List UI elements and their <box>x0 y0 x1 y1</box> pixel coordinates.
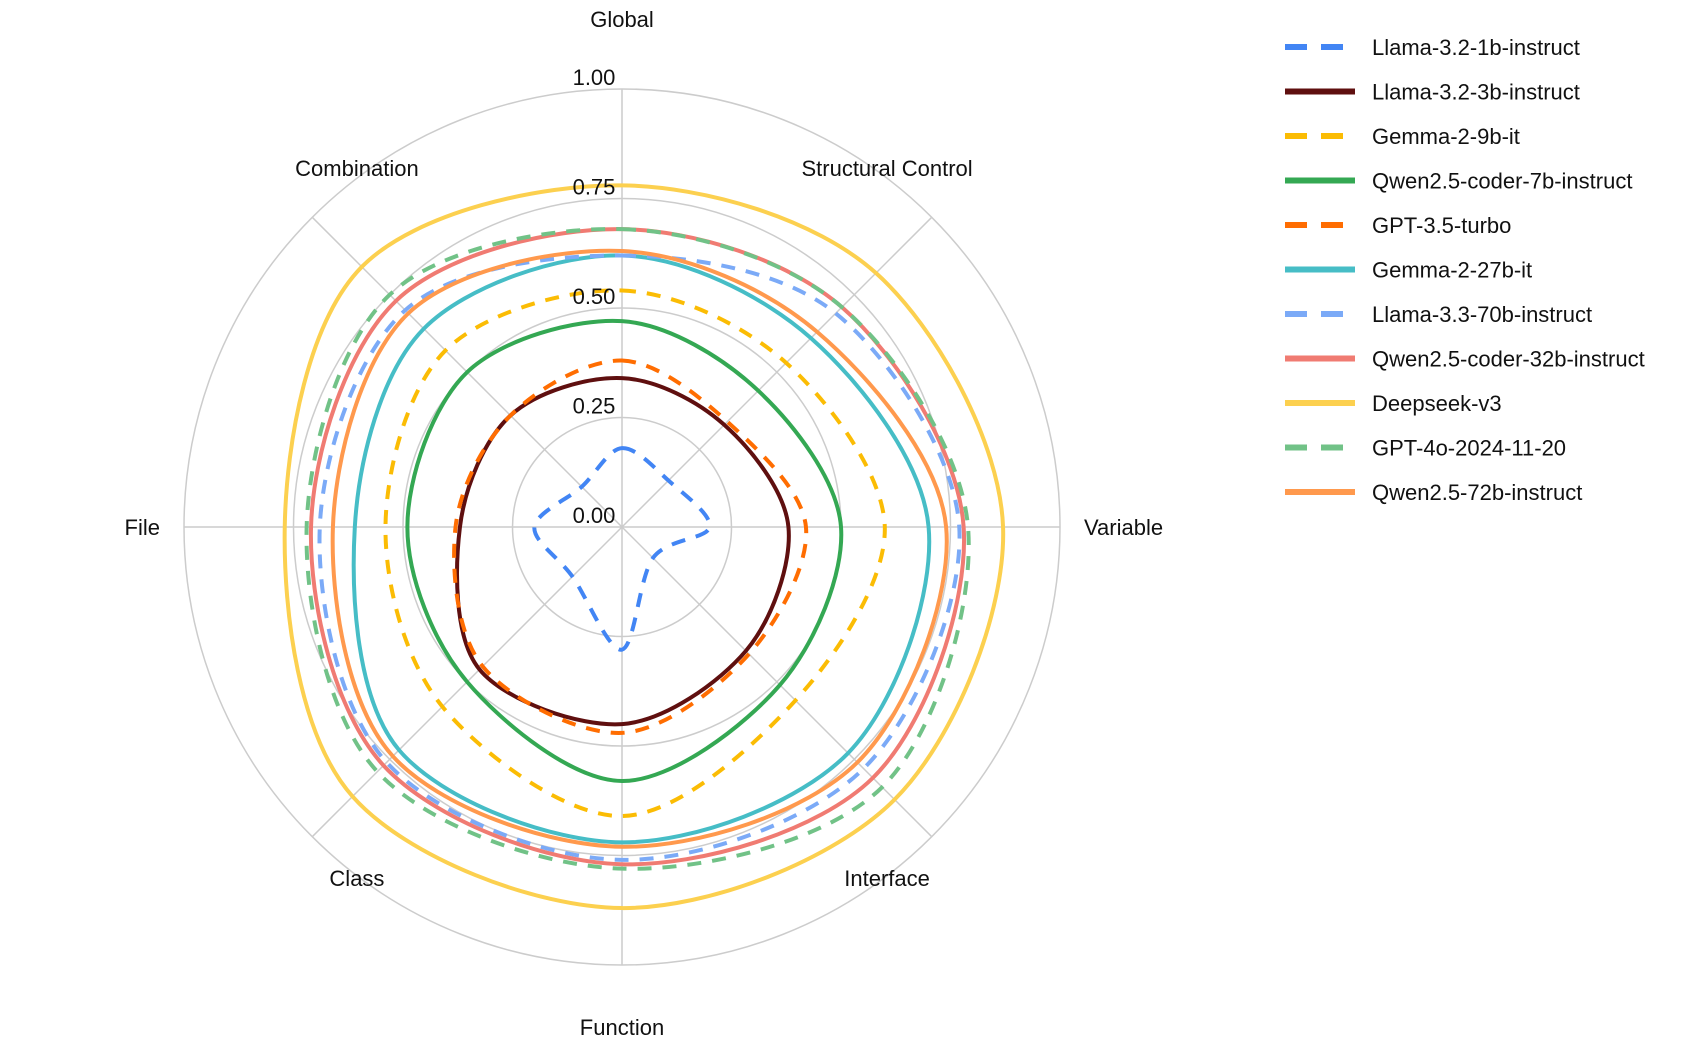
axis-label: Global <box>590 7 654 32</box>
legend-item: Gemma-2-9b-it <box>1285 124 1520 149</box>
legend-item: Llama-3.2-1b-instruct <box>1285 35 1580 60</box>
legend: Llama-3.2-1b-instructLlama-3.2-3b-instru… <box>1285 35 1645 505</box>
legend-item: Gemma-2-27b-it <box>1285 258 1532 283</box>
legend-item: Llama-3.2-3b-instruct <box>1285 80 1580 105</box>
radial-tick-label: 0.25 <box>573 394 616 419</box>
series-layer <box>282 183 1006 911</box>
legend-label: Deepseek-v3 <box>1372 391 1502 416</box>
legend-label: Qwen2.5-72b-instruct <box>1372 480 1582 505</box>
legend-label: GPT-4o-2024-11-20 <box>1372 436 1566 461</box>
grid-spoke <box>621 216 933 528</box>
series-line-7 <box>308 227 967 867</box>
series-line-9 <box>304 227 971 871</box>
tick-layer: 0.00 0.25 0.50 0.75 1.00 <box>573 65 616 528</box>
legend-label: Llama-3.2-1b-instruct <box>1372 35 1580 60</box>
legend-label: Llama-3.2-3b-instruct <box>1372 80 1580 105</box>
legend-item: Qwen2.5-72b-instruct <box>1285 480 1582 505</box>
axis-label: Function <box>580 1015 664 1040</box>
axis-label: Variable <box>1084 515 1163 540</box>
legend-item: GPT-4o-2024-11-20 <box>1285 436 1566 461</box>
legend-item: Qwen2.5-coder-7b-instruct <box>1285 169 1632 194</box>
radial-tick-label: 0.75 <box>573 175 616 200</box>
legend-label: Qwen2.5-coder-32b-instruct <box>1372 347 1645 372</box>
series-line-5 <box>351 253 932 845</box>
axis-label: File <box>125 515 160 540</box>
radial-tick-label: 0.00 <box>573 503 616 528</box>
series-line-6 <box>317 253 962 862</box>
series-line-8 <box>282 183 1006 911</box>
legend-label: Qwen2.5-coder-7b-instruct <box>1372 169 1632 194</box>
series-line-2 <box>383 288 887 819</box>
legend-label: GPT-3.5-turbo <box>1372 213 1511 238</box>
legend-label: Gemma-2-27b-it <box>1372 258 1532 283</box>
legend-item: Llama-3.3-70b-instruct <box>1285 302 1592 327</box>
series-line-1 <box>455 376 791 727</box>
axis-label: Interface <box>844 866 930 891</box>
legend-item: GPT-3.5-turbo <box>1285 213 1511 238</box>
series-line-10 <box>330 248 949 849</box>
series-line-4 <box>452 358 809 735</box>
axis-label: Structural Control <box>801 156 972 181</box>
radial-tick-label: 0.50 <box>573 284 616 309</box>
legend-label: Llama-3.3-70b-instruct <box>1372 302 1592 327</box>
series-line-0 <box>532 446 712 652</box>
axis-label: Combination <box>295 156 419 181</box>
axis-label: Class <box>329 866 384 891</box>
legend-item: Deepseek-v3 <box>1285 391 1502 416</box>
legend-item: Qwen2.5-coder-32b-instruct <box>1285 347 1645 372</box>
grid-spoke <box>621 526 933 838</box>
series-line-3 <box>405 318 844 784</box>
radial-tick-label: 1.00 <box>573 65 616 90</box>
legend-label: Gemma-2-9b-it <box>1372 124 1520 149</box>
